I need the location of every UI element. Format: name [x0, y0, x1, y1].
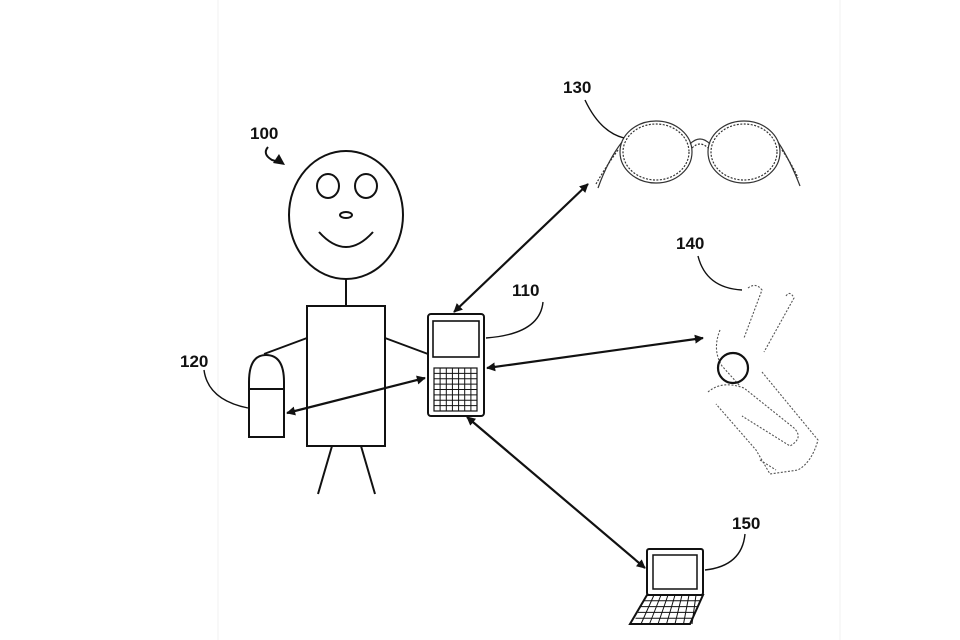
arrow-phone-laptop: [466, 416, 646, 569]
person-right-eye: [354, 173, 378, 199]
laptop-lid: [646, 548, 704, 596]
arrow-phone-sensor: [286, 375, 426, 416]
leader-130: [584, 99, 625, 139]
leader-140: [697, 255, 743, 291]
arrow-phone-knee: [486, 334, 704, 372]
handheld-device-icon: [427, 313, 485, 417]
sensor-body: [248, 353, 285, 438]
label-130: 130: [563, 78, 591, 97]
knee-joint-icon: [707, 284, 819, 475]
person-right-leg: [360, 445, 376, 495]
pointer-arrow-100: [264, 146, 283, 164]
eyeglasses-icon: [595, 120, 801, 189]
wearable-sensor-icon: [248, 353, 285, 438]
phone-body: [427, 313, 485, 417]
laptop-icon: [628, 548, 705, 625]
leader-150: [704, 533, 746, 571]
leader-120: [203, 369, 249, 409]
stick-figure-icon: [263, 150, 429, 495]
label-140: 140: [676, 234, 704, 253]
person-head: [288, 150, 404, 280]
laptop-base: [628, 594, 705, 625]
person-body: [306, 305, 386, 447]
pointer-arrowhead-100: [273, 154, 285, 165]
person-left-eye: [316, 173, 340, 199]
label-110: 110: [512, 281, 539, 300]
person-smile: [318, 231, 374, 248]
label-120: 120: [180, 352, 208, 371]
laptop-screen: [652, 554, 698, 590]
arrow-phone-glasses: [453, 183, 589, 313]
person-right-arm: [384, 337, 429, 355]
phone-screen: [432, 320, 480, 358]
leader-110: [485, 301, 544, 339]
label-150: 150: [732, 514, 760, 533]
person-nose: [339, 211, 353, 219]
knee-sensor-ring: [716, 351, 750, 385]
label-100: 100: [250, 124, 278, 143]
person-left-leg: [317, 445, 333, 495]
person-left-arm: [263, 337, 308, 355]
